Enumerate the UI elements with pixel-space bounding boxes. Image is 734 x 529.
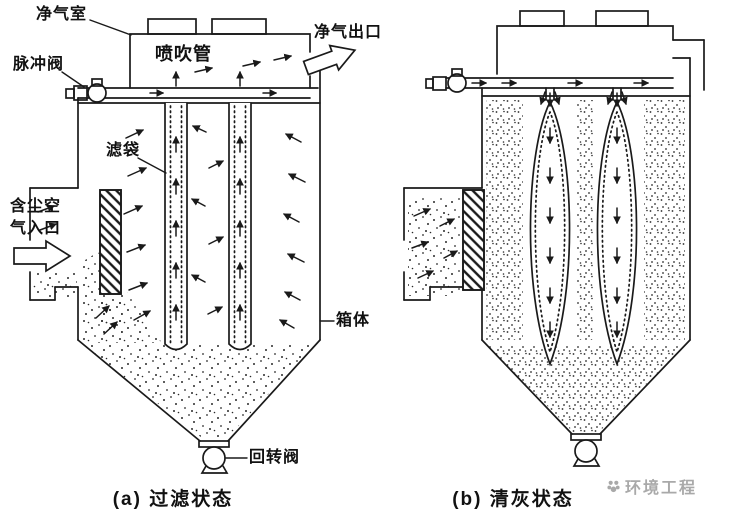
housing-label: 箱体 (336, 312, 371, 329)
pulse-valve-label: 脉冲阀 (13, 56, 65, 73)
clean-air-chamber-b (496, 25, 705, 91)
diagram-b-art (403, 10, 705, 467)
watermark: 环境工程 (606, 474, 697, 498)
rotary-valve-symbol-b (570, 433, 602, 467)
clean-air-chamber-label: 净气室 (36, 6, 88, 23)
flow-arrows-b (411, 79, 650, 339)
inlet-duct-b (403, 187, 483, 301)
diagram-a-art (13, 18, 357, 474)
dust-stipple-a (33, 252, 316, 438)
clean-air-chamber-a (129, 33, 311, 89)
filter-bag-label: 滤袋 (106, 142, 141, 159)
rotary-valve-label: 回转阀 (249, 449, 301, 466)
dust-stipple-b (408, 100, 686, 432)
caption-a: (a) 过滤状态 (112, 489, 234, 510)
housing-body-b (481, 57, 691, 435)
pulse-valve-symbol-b (425, 68, 467, 93)
clean-air-outlet-label: 净气出口 (314, 24, 383, 41)
blow-pipe-b (445, 77, 674, 89)
diffuser-plate-a (99, 189, 122, 295)
dusty-air-inlet-arrow (13, 239, 72, 273)
flow-arrows-a (37, 53, 306, 335)
caption-b: (b) 清灰状态 (452, 489, 574, 510)
housing-body-a (77, 69, 321, 442)
pulse-valve-symbol-a (65, 78, 107, 103)
dusty-air-inlet-label-line2: 气入口 (10, 220, 62, 237)
blow-pipe-label: 喷吹管 (155, 44, 212, 64)
dusty-air-inlet-label-line1: 含尘空 (10, 198, 62, 215)
inlet-duct-a (29, 187, 79, 301)
diffuser-plate-b (462, 189, 485, 291)
rotary-valve-symbol-a (198, 440, 230, 474)
leader-lines-a (61, 19, 335, 459)
roof-lugs-a (147, 18, 267, 35)
blow-pipe-a (77, 87, 319, 99)
clean-air-outlet-arrow (302, 44, 357, 76)
roof-lugs-b (519, 10, 649, 27)
watermark-text: 环境工程 (625, 480, 698, 497)
watermark-icon (607, 480, 620, 492)
